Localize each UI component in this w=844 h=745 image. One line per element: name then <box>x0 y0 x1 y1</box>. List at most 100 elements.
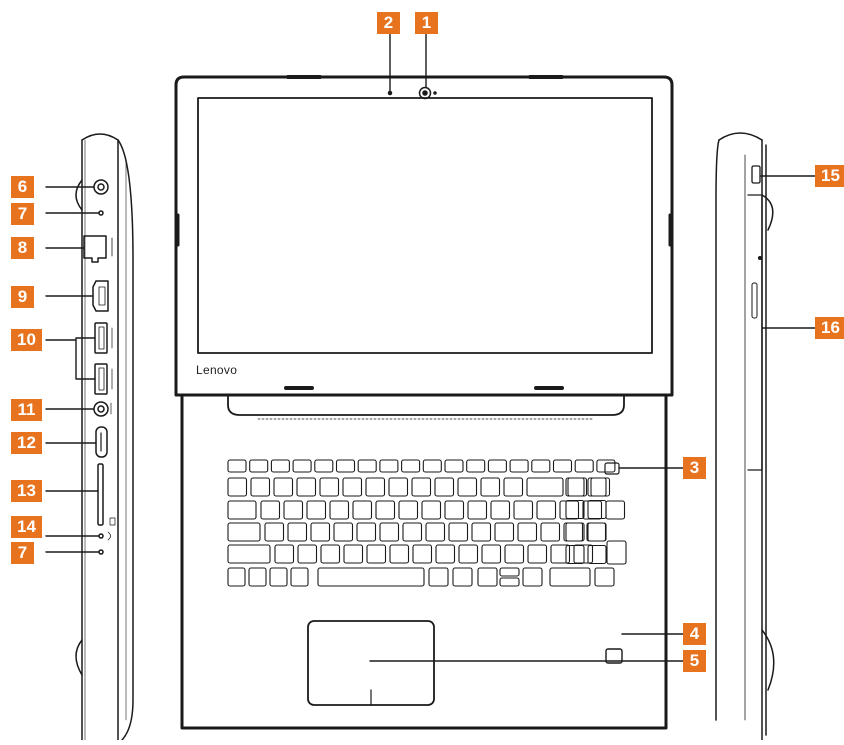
card-reader-slot-icon <box>98 464 115 525</box>
novo-button-icon <box>99 532 111 540</box>
usb-c-port-icon <box>96 427 107 457</box>
keyboard-key <box>284 501 303 519</box>
keyboard-key <box>366 478 385 496</box>
function-key <box>510 460 528 472</box>
keyboard-key <box>265 523 284 541</box>
keyboard <box>228 460 626 586</box>
callout-15: 15 <box>815 165 844 187</box>
keyboard-key <box>334 523 353 541</box>
callout-7b: 7 <box>11 542 34 564</box>
keyboard-key <box>472 523 491 541</box>
keyboard-key <box>518 523 537 541</box>
keyboard-key <box>564 523 583 541</box>
keyboard-key <box>343 478 362 496</box>
callout-13: 13 <box>11 480 42 502</box>
hdmi-port-icon <box>93 281 108 311</box>
numpad-key <box>588 501 606 519</box>
function-key <box>467 460 485 472</box>
numpad-key <box>566 546 584 564</box>
keyboard-key <box>228 523 260 541</box>
keyboard-key <box>413 545 432 563</box>
function-key <box>402 460 420 472</box>
keyboard-key <box>288 523 307 541</box>
keyboard-key <box>274 478 293 496</box>
keyboard-key <box>311 523 330 541</box>
function-key <box>250 460 268 472</box>
brand-logo: Lenovo <box>196 363 237 377</box>
function-key <box>554 460 572 472</box>
callout-2: 2 <box>377 12 400 34</box>
keyboard-key <box>481 478 500 496</box>
keyboard-key <box>412 478 431 496</box>
keyboard-key <box>298 545 317 563</box>
keyboard-key <box>426 523 445 541</box>
keyboard-key <box>574 545 593 563</box>
keyboard-key <box>537 501 556 519</box>
keyboard-key <box>307 501 326 519</box>
keyboard-key <box>403 523 422 541</box>
callout-11: 11 <box>11 399 42 421</box>
keyboard-key <box>320 478 339 496</box>
function-key <box>423 460 441 472</box>
keyboard-key <box>458 478 477 496</box>
function-key <box>445 460 463 472</box>
keyboard-key <box>445 501 464 519</box>
keyboard-key <box>436 545 455 563</box>
function-key <box>293 460 311 472</box>
keyboard-key <box>495 523 514 541</box>
numpad-key <box>566 478 584 496</box>
keyboard-key <box>468 501 487 519</box>
keyboard-key <box>482 545 501 563</box>
keyboard-key <box>459 545 478 563</box>
power-connector-icon <box>94 180 108 194</box>
callout-7: 7 <box>11 203 34 225</box>
keyboard-key <box>435 478 454 496</box>
keyboard-key <box>251 478 270 496</box>
numpad-key <box>588 523 606 541</box>
audio-jack-icon <box>94 402 111 416</box>
callout-14: 14 <box>11 516 42 538</box>
function-key <box>228 460 246 472</box>
keyboard-key <box>357 523 376 541</box>
keyboard-key <box>491 501 510 519</box>
function-key <box>575 460 593 472</box>
keyboard-key <box>528 545 547 563</box>
microphone-icon <box>389 92 392 95</box>
keyboard-key <box>541 523 560 541</box>
keyboard-key <box>261 501 280 519</box>
callout-12: 12 <box>11 432 42 454</box>
keyboard-key <box>606 501 625 519</box>
keyboard-key <box>321 545 340 563</box>
callout-9: 9 <box>11 286 34 308</box>
keyboard-key <box>591 478 610 496</box>
callout-5: 5 <box>683 650 706 672</box>
callout-16: 16 <box>815 317 844 339</box>
keyboard-key <box>505 545 524 563</box>
function-key <box>380 460 398 472</box>
keyboard-key <box>583 501 602 519</box>
keyboard-key <box>228 545 270 563</box>
function-key <box>315 460 333 472</box>
keyboard-key <box>275 545 294 563</box>
numpad-key <box>588 546 606 564</box>
keyboard-key <box>344 545 363 563</box>
keyboard-key <box>560 501 579 519</box>
function-key <box>337 460 355 472</box>
keyboard-key <box>449 523 468 541</box>
callout-3: 3 <box>683 457 706 479</box>
keyboard-key <box>330 501 349 519</box>
keyboard-key <box>228 501 256 519</box>
right-side-view <box>716 133 815 740</box>
callout-8: 8 <box>11 237 34 259</box>
callout-1: 1 <box>415 12 438 34</box>
function-key <box>488 460 506 472</box>
keyboard-key <box>504 478 523 496</box>
keyboard-key <box>353 501 372 519</box>
function-key <box>271 460 289 472</box>
top-view <box>176 34 683 728</box>
security-lock-slot-icon <box>752 166 760 183</box>
left-side-view <box>46 134 133 740</box>
function-key <box>532 460 550 472</box>
keyboard-key <box>367 545 386 563</box>
